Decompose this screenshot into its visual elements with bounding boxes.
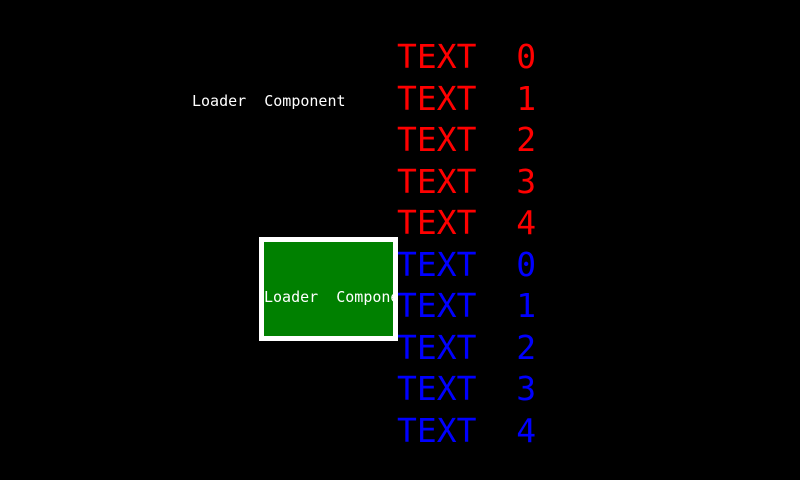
loader-component-box-label: Loader Component	[264, 288, 393, 306]
loader-component-label-top: Loader Component	[192, 92, 346, 110]
text-row[interactable]: TEXT 3	[397, 369, 537, 408]
text-row[interactable]: TEXT 4	[397, 203, 537, 242]
text-row[interactable]: TEXT 1	[397, 286, 537, 325]
text-row[interactable]: TEXT 2	[397, 327, 537, 367]
loader-component-box[interactable]: Loader Component	[259, 237, 398, 341]
text-row[interactable]: TEXT 1	[397, 78, 537, 118]
text-row[interactable]: TEXT 0	[397, 37, 537, 76]
text-row[interactable]: TEXT 0	[397, 244, 537, 284]
text-row[interactable]: TEXT 3	[397, 161, 537, 201]
text-row[interactable]: TEXT 4	[397, 410, 537, 450]
text-row[interactable]: TEXT 2	[397, 120, 537, 159]
